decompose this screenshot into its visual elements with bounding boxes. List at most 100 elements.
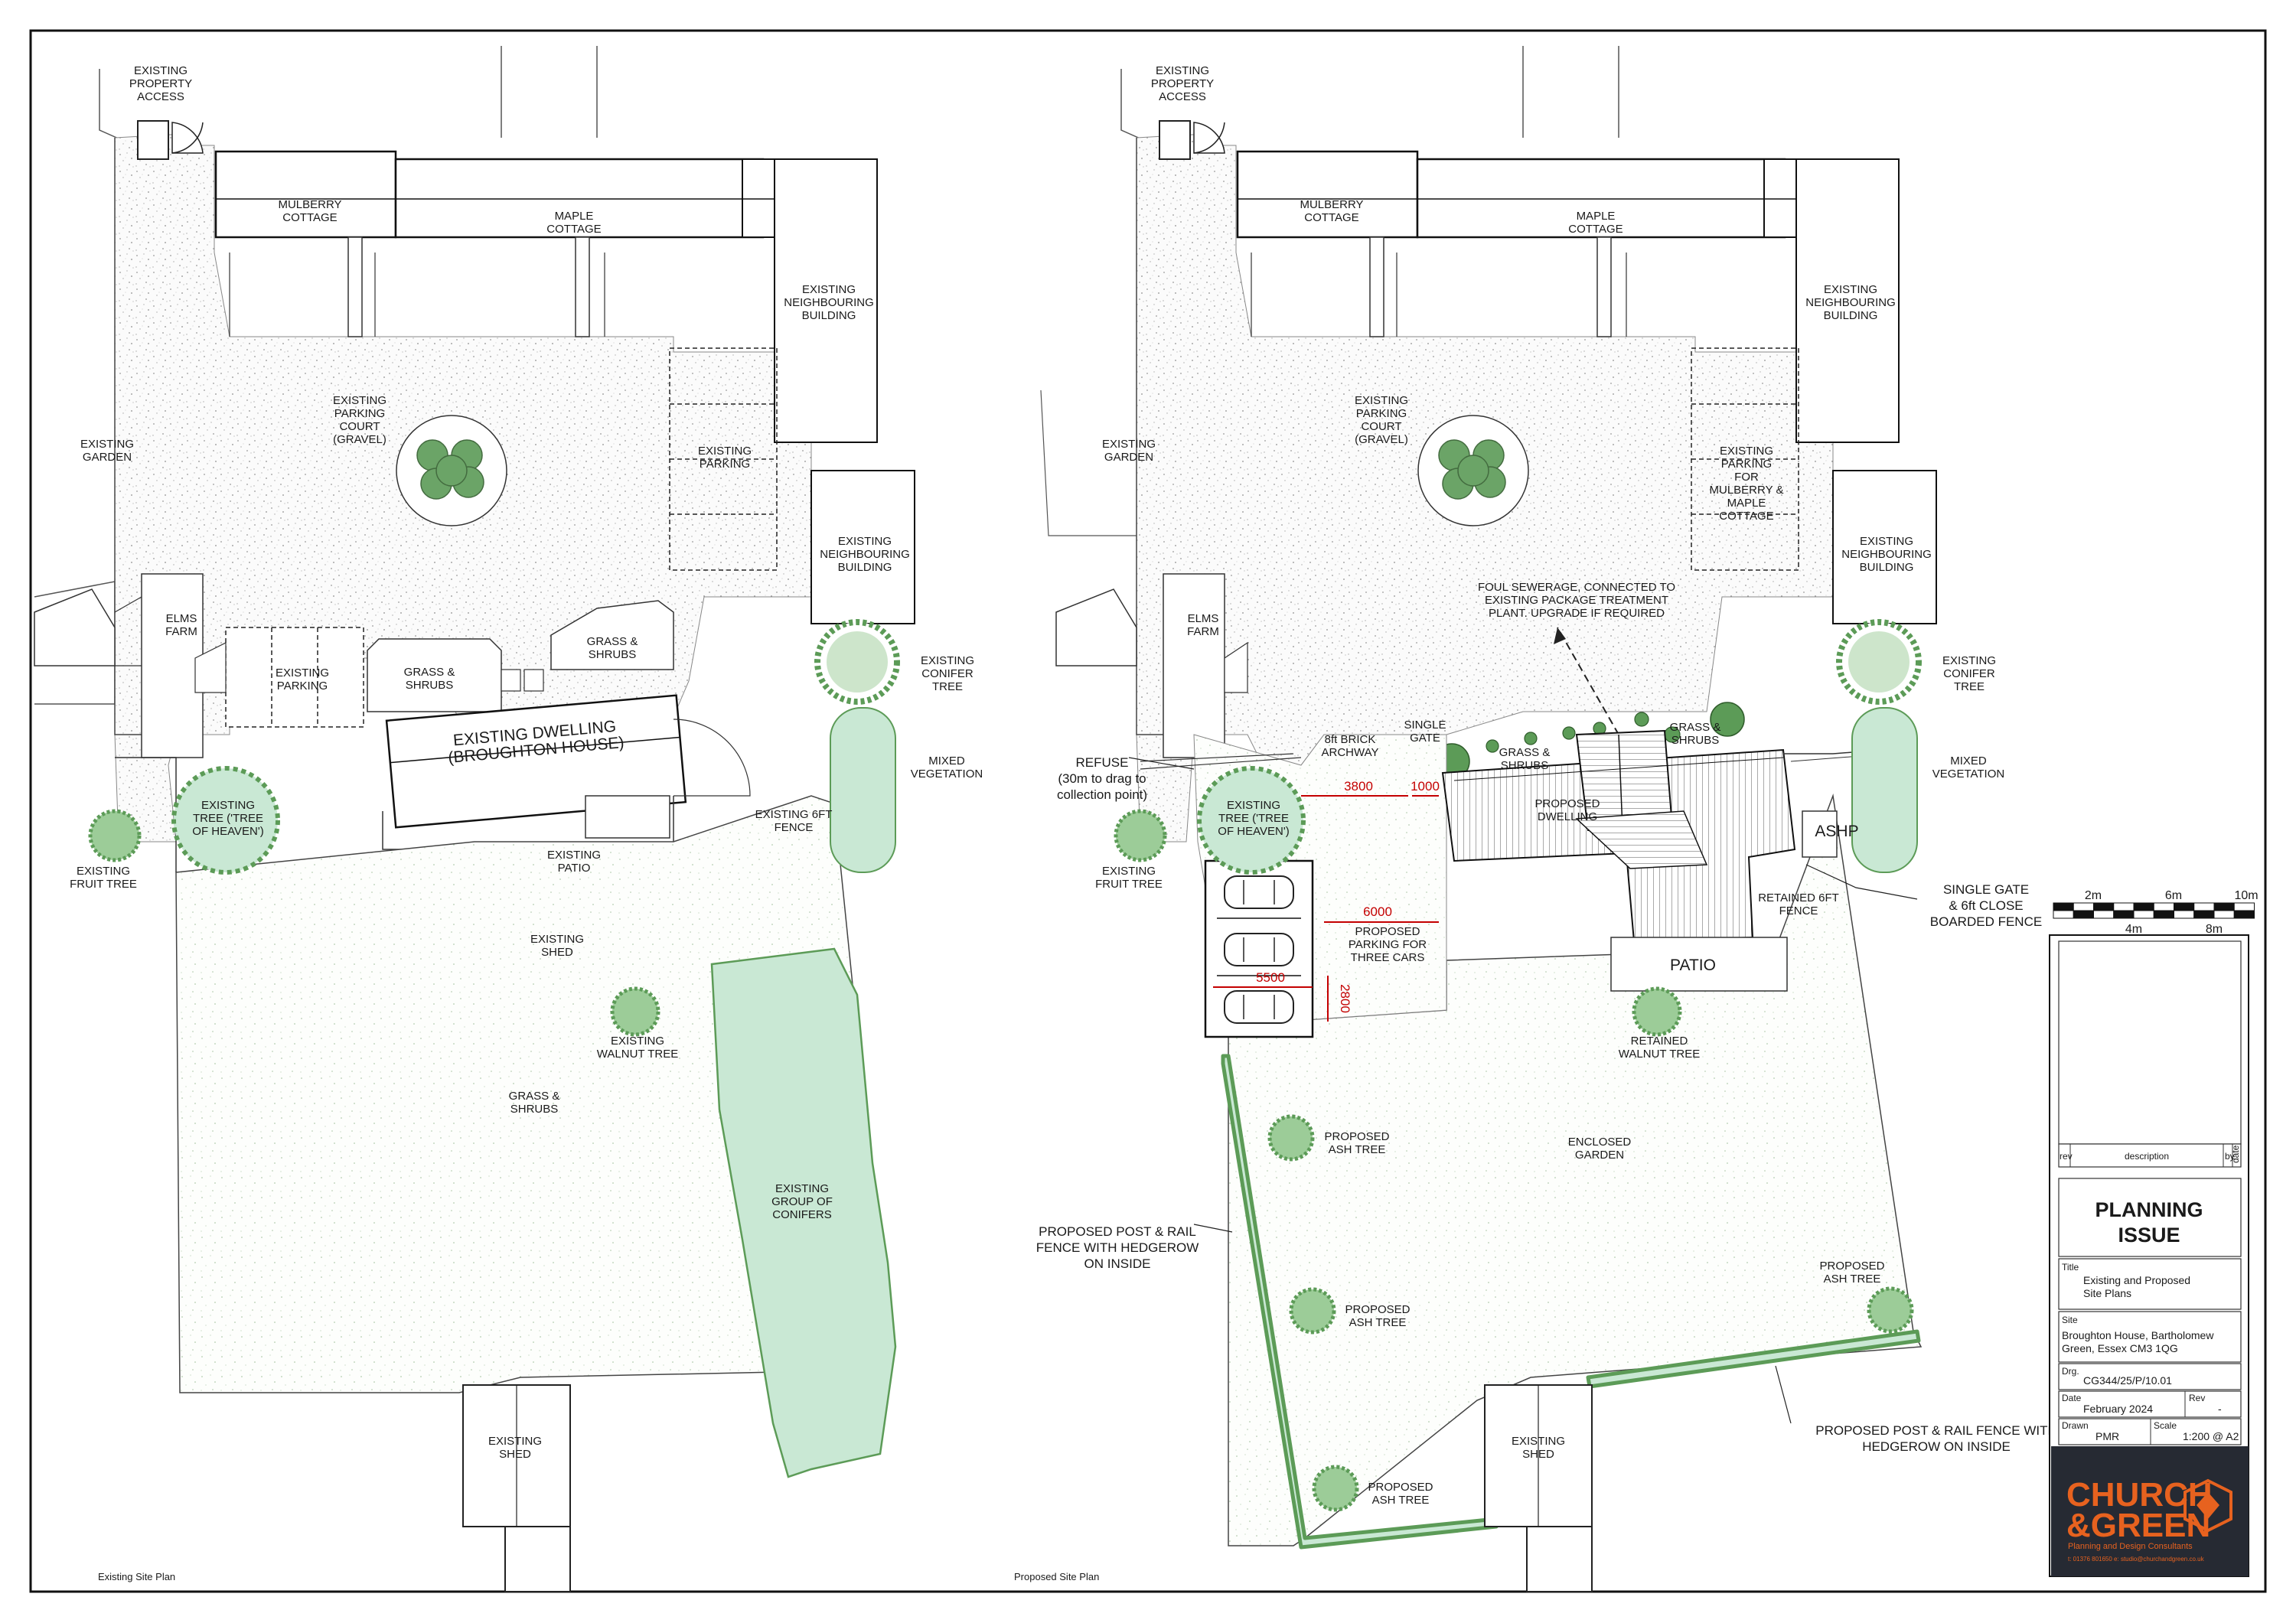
proposed-patio-label: PATIO <box>1670 957 1716 974</box>
existing-mixed-vegetation <box>830 707 896 873</box>
existing-label-grass-shrubs-2: GRASS &SHRUBS <box>587 635 638 661</box>
scale-bar-segment <box>2213 902 2235 911</box>
rev-value: - <box>2218 1403 2222 1415</box>
scale-label-8m: 8m <box>2206 923 2223 936</box>
description-column-header: description <box>2125 1151 2169 1162</box>
proposed-shrubs-row-icon <box>1486 712 1681 753</box>
existing-fruit-tree-icon <box>88 809 142 862</box>
scale-bar-segment <box>2174 910 2195 919</box>
site-field-label: Site <box>2062 1315 2078 1325</box>
scale-bar-segment <box>2053 902 2074 911</box>
proposed-ash-tree-icon-1 <box>1267 1114 1315 1162</box>
proposed-label-grass-shrubs-2: GRASS &SHRUBS <box>1670 721 1721 747</box>
proposed-tree-of-heaven-icon <box>1197 766 1306 875</box>
proposed-dwelling-building <box>1441 729 1796 943</box>
scale-bar-segment <box>2073 902 2094 911</box>
scale-bar-segment <box>2174 902 2195 911</box>
proposed-ash-tree-icon-3 <box>1867 1286 1914 1334</box>
scale-bar-segment <box>2233 910 2255 919</box>
dimension-6000: 6000 <box>1363 904 1392 919</box>
title-field-label: Title <box>2062 1262 2079 1273</box>
scale-bar-segment <box>2053 910 2074 919</box>
proposed-parking-court-tree-icon <box>1438 439 1506 500</box>
planning-status-line1: PLANNING <box>2095 1198 2203 1221</box>
svg-text:CHURCH: CHURCH <box>2066 1476 2213 1514</box>
scale-label-4m: 4m <box>2125 923 2142 936</box>
company-logo-panel <box>2051 1446 2249 1576</box>
scale-bar-segment <box>2113 902 2135 911</box>
scale-value: 1:200 @ A2 <box>2183 1430 2239 1442</box>
foul-sewerage-pipe-line <box>1557 627 1619 735</box>
title-block: rev description by date PLANNING ISSUE T… <box>2049 934 2249 1577</box>
proposed-ash-tree-icon-4 <box>1312 1465 1359 1512</box>
scale-label-10m: 10m <box>2234 889 2258 902</box>
existing-conifer-tree-icon <box>814 619 900 705</box>
neighbouring-building-2 <box>810 470 915 624</box>
neighbouring-building-1 <box>774 158 878 443</box>
date-field-label: Date <box>2062 1393 2082 1403</box>
company-logo: CHURCH &GREEN Planning and Design Consul… <box>2066 1476 2232 1563</box>
scale-label-2m: 2m <box>2085 889 2102 902</box>
scale-bar-segment <box>2093 910 2115 919</box>
scale-bar-segment <box>2213 910 2235 919</box>
proposed-parking-bays <box>1204 859 1314 1038</box>
proposed-ash-tree-icon-2 <box>1289 1287 1336 1335</box>
proposed-site-plan <box>1040 46 1937 1592</box>
car-icon <box>1224 875 1294 1024</box>
existing-walnut-tree-icon <box>610 986 660 1037</box>
scale-bar-segment <box>2133 910 2154 919</box>
rev-field-label: Rev <box>2189 1393 2205 1403</box>
existing-plan-caption: Existing Site Plan <box>98 1571 175 1582</box>
existing-tree-of-heaven-icon <box>171 766 280 875</box>
rev-column-header: rev <box>2060 1151 2073 1162</box>
existing-label-grass-shrubs-1: GRASS &SHRUBS <box>404 666 455 692</box>
proposed-conifer-tree-icon <box>1836 619 1922 705</box>
maple-cottage-building <box>394 158 765 239</box>
proposed-hedgerow-bottom <box>1586 1329 1921 1389</box>
svg-text:t: 01376 801650 e: studio@chur: t: 01376 801650 e: studio@churchandgreen… <box>2068 1556 2205 1563</box>
svg-text:&GREEN: &GREEN <box>2066 1507 2210 1544</box>
scale-bar-segment <box>2093 902 2115 911</box>
site-value-line1: Broughton House, Bartholomew <box>2062 1329 2214 1341</box>
existing-label-grass-shrubs-3: GRASS &SHRUBS <box>509 1090 560 1116</box>
planning-status-line2: ISSUE <box>2118 1224 2180 1247</box>
scale-bar-segment <box>2133 902 2154 911</box>
proposed-label-grass-shrubs-1: GRASS &SHRUBS <box>1499 746 1551 772</box>
proposed-mixed-vegetation <box>1851 707 1918 873</box>
scale-bar-segment <box>2233 902 2255 911</box>
title-value-line2: Site Plans <box>2083 1287 2131 1299</box>
